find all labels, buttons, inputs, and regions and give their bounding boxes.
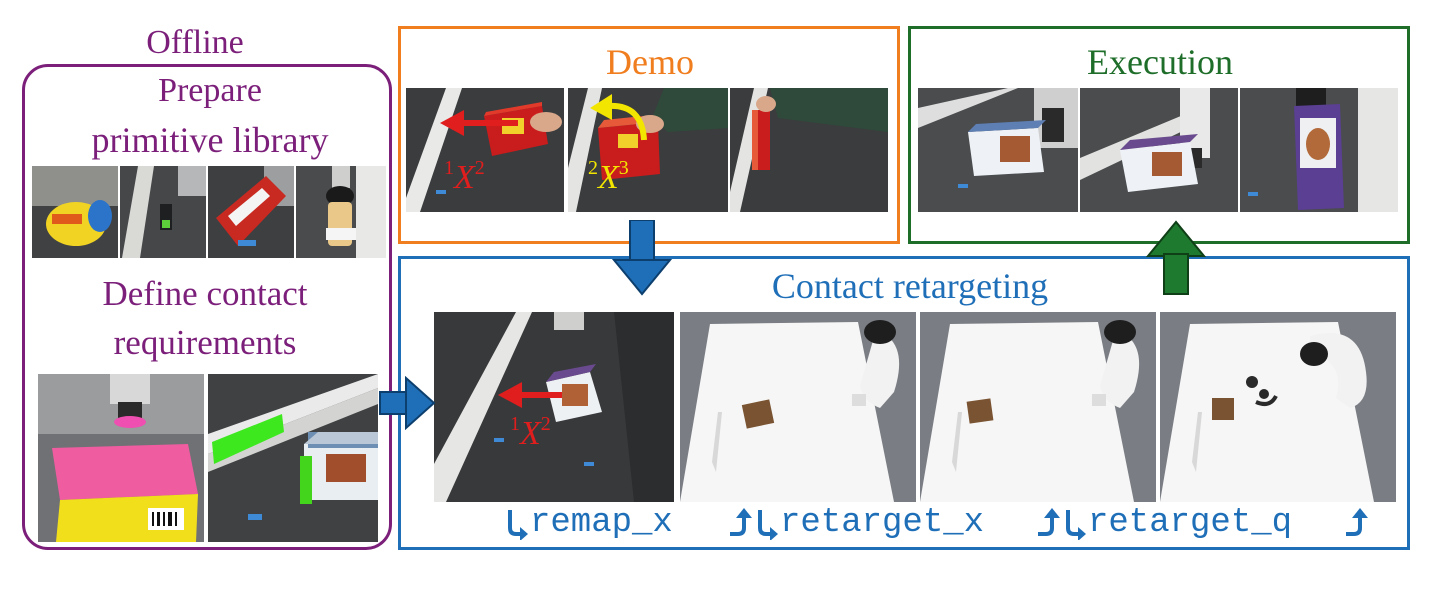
execution-photo-3 [1240, 88, 1398, 212]
demo-photo-1 [406, 88, 564, 212]
demo-title: Demo [560, 44, 740, 80]
primitive-photo-1 [32, 166, 118, 258]
demo-push-arrow [440, 110, 520, 136]
curved-up-icon [728, 506, 752, 540]
function-row: remap_x retarget_x retarget_q [506, 502, 1406, 546]
curved-up-icon [1344, 506, 1368, 540]
curved-hook-icon [1064, 510, 1086, 540]
demo-contact-label-1: 1X2 [444, 158, 485, 195]
sim-render-1 [680, 312, 916, 502]
curved-up-icon [1036, 506, 1060, 540]
down-arrow-icon [612, 220, 672, 296]
function-remap-x: remap_x [530, 504, 673, 542]
function-retarget-x: retarget_x [780, 504, 984, 542]
retarget-contact-label: 1X2 [510, 414, 551, 451]
curved-hook-icon [506, 510, 528, 540]
retarget-push-arrow [498, 382, 564, 408]
contact-requirement-photo-1 [38, 374, 204, 542]
curved-hook-icon [756, 510, 778, 540]
contact-requirement-photo-2 [208, 374, 378, 542]
function-retarget-q: retarget_q [1088, 504, 1292, 542]
sim-render-3 [1160, 312, 1396, 502]
execution-title: Execution [1060, 44, 1260, 80]
sim-render-2 [920, 312, 1156, 502]
prepare-label-line1: Prepare [110, 74, 310, 108]
demo-pivot-arrow [584, 94, 650, 142]
retarget-title: Contact retargeting [700, 268, 1120, 304]
define-label-line1: Define contact [60, 276, 350, 311]
prepare-label-line2: primitive library [60, 122, 360, 158]
execution-photo-2 [1080, 88, 1238, 212]
execution-photo-1 [918, 88, 1078, 212]
demo-photo-3 [730, 88, 888, 212]
primitive-photo-3 [208, 166, 294, 258]
offline-title: Offline [115, 26, 275, 60]
primitive-photo-2 [120, 166, 206, 258]
demo-contact-label-2: 2X3 [588, 158, 629, 195]
primitive-photo-4 [296, 166, 386, 258]
define-label-line2: requirements [60, 325, 350, 360]
right-arrow-icon [378, 376, 436, 430]
up-arrow-icon [1146, 220, 1206, 296]
